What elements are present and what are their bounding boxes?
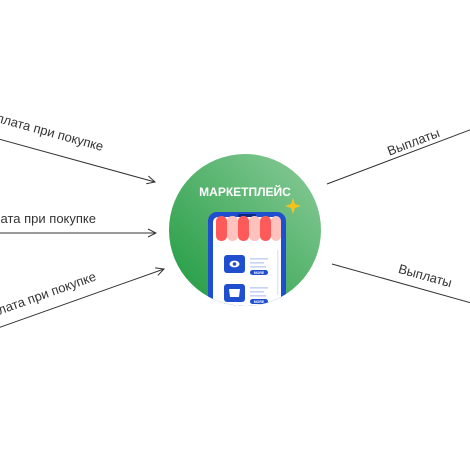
incoming-label-3: Оплата при покупке (0, 269, 98, 323)
incoming-label-2: Оплата при покупке (0, 211, 96, 226)
marketplace-hub: МАРКЕТПЛЕЙС MORE (169, 154, 321, 306)
outgoing-line-2 (331, 263, 470, 304)
phone-store-icon: MORE MORE (208, 212, 286, 306)
incoming-label-1: Оплата при покупке (0, 108, 105, 154)
outgoing-label-2: Выплаты (397, 261, 454, 290)
incoming-arrow-3 (0, 269, 164, 328)
incoming-arrow-1 (0, 138, 155, 182)
phone-button-label-1: MORE (254, 271, 265, 275)
phone-button-label-2: MORE (254, 300, 265, 304)
outgoing-line-1 (326, 129, 470, 185)
sparkle-icon (285, 198, 301, 214)
hub-title: МАРКЕТПЛЕЙС (199, 184, 291, 199)
outgoing-label-1: Выплаты (385, 125, 442, 158)
